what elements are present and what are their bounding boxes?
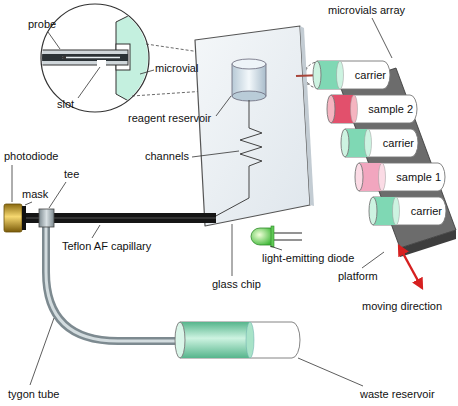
part-label: microvial <box>155 62 198 75</box>
leader-line <box>48 32 60 49</box>
vial-outline <box>331 95 417 123</box>
vial-outline <box>313 61 321 89</box>
leader-line <box>270 246 282 250</box>
part-label: light-emitting diode <box>262 252 354 265</box>
vial-outline <box>365 129 372 157</box>
leader-line <box>232 224 233 276</box>
glass-chip <box>195 26 314 226</box>
inset-zoom <box>62 57 120 58</box>
microvial-tube: carrier <box>340 128 420 158</box>
reagent-reservoir <box>232 59 266 69</box>
leader-line <box>12 18 392 386</box>
led-symbol <box>251 228 272 245</box>
inset-zoom <box>30 54 128 61</box>
vial-label: carrier <box>355 69 386 82</box>
vial-outline <box>337 61 344 89</box>
vial-outline <box>327 95 335 123</box>
vial-outline <box>373 197 446 225</box>
glass-chip <box>300 26 314 206</box>
part-label: reagent reservoir <box>128 112 211 125</box>
part-label: glass chip <box>212 278 261 291</box>
leader-line <box>192 151 239 157</box>
leader-line <box>12 165 13 202</box>
part-label: tee <box>64 168 79 181</box>
microvial-tube: sample 2 <box>326 94 419 124</box>
microvial-tube: carrier <box>312 60 392 90</box>
part-label: moving direction <box>362 300 442 313</box>
leader-line <box>362 252 384 268</box>
vial-label: sample 1 <box>396 171 441 184</box>
part-label: probe <box>28 18 56 31</box>
vial-outline <box>369 197 377 225</box>
part-label: photodiode <box>4 150 58 163</box>
vial-outline <box>355 163 363 191</box>
channels-path <box>214 100 262 217</box>
photodiode-body <box>22 206 26 230</box>
waste-reservoir <box>180 322 250 358</box>
leader-line <box>298 358 363 386</box>
vial-outline <box>351 95 358 123</box>
tygon-tube <box>46 223 180 341</box>
microvial-tube: sample 1 <box>354 162 447 192</box>
leader-line <box>372 18 392 58</box>
leader-line <box>216 96 231 116</box>
leader-line <box>92 225 100 238</box>
waste-reservoir <box>246 322 254 358</box>
part-label: microvials array <box>328 4 405 17</box>
vial-outline <box>317 61 390 89</box>
vial-outline <box>359 163 445 191</box>
tygon-tube <box>46 223 180 341</box>
inset-zoom <box>97 60 106 66</box>
led-symbol <box>271 226 274 247</box>
microvial-tube: carrier <box>368 196 448 226</box>
tygon-tube <box>46 223 180 341</box>
part-label: slot <box>57 98 74 111</box>
photodiode-body <box>4 204 22 232</box>
waste-reservoir <box>175 322 185 358</box>
part-label: waste reservoir <box>360 388 435 401</box>
direction-arrow <box>399 246 422 288</box>
waste-reservoir <box>180 322 300 358</box>
inset-zoom <box>30 50 128 65</box>
reagent-reservoir <box>232 59 266 101</box>
leader-line <box>49 182 66 208</box>
glass-chip <box>195 26 310 226</box>
vial-outline <box>393 197 400 225</box>
platform-slab <box>400 230 456 257</box>
waste-reservoir <box>175 322 300 358</box>
reagent-reservoir <box>232 91 266 101</box>
part-label: tygon tube <box>8 388 59 401</box>
tee-fitting <box>39 209 54 227</box>
leader-line <box>30 318 54 385</box>
vial-label: sample 2 <box>368 103 413 116</box>
vial-outline <box>379 163 386 191</box>
vial-outline <box>341 129 349 157</box>
vial-label: carrier <box>383 137 414 150</box>
leader-line <box>78 67 100 98</box>
part-label: channels <box>145 150 189 163</box>
leader-line <box>25 202 32 205</box>
part-label: Teflon AF capillary <box>62 240 151 253</box>
vial-label: carrier <box>411 205 442 218</box>
led-symbol <box>270 232 302 233</box>
leader-line <box>140 70 154 74</box>
part-label: mask <box>22 188 48 201</box>
led-symbol <box>270 239 302 240</box>
photodiode-body <box>4 204 26 232</box>
led-symbol <box>251 226 302 247</box>
part-label: platform <box>338 270 378 283</box>
vial-outline <box>345 129 418 157</box>
